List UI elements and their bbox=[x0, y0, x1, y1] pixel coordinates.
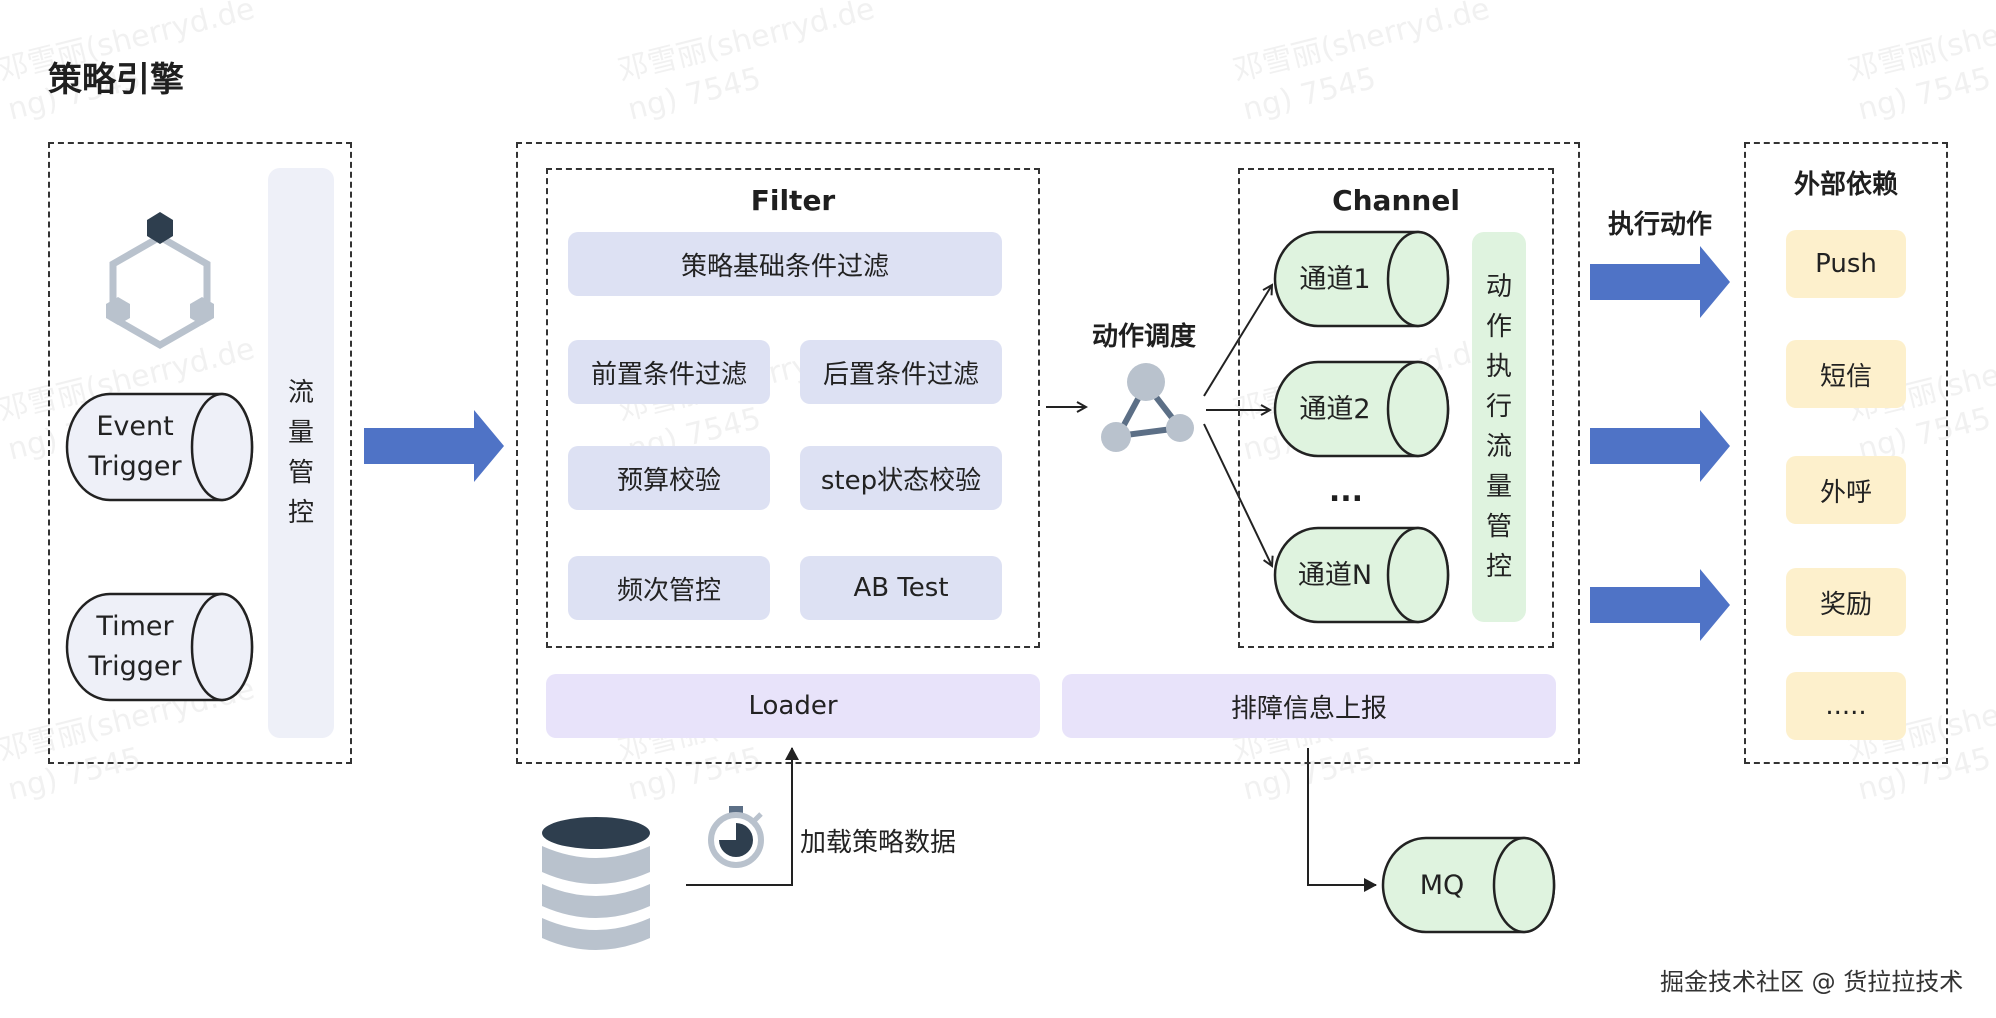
channel-ellipsis: ... bbox=[1328, 474, 1364, 509]
loader-bar: Loader bbox=[546, 674, 1040, 738]
filter-item: 预算校验 bbox=[568, 446, 770, 510]
channel-1-cylinder bbox=[1273, 230, 1450, 328]
filter-item: 策略基础条件过滤 bbox=[568, 232, 1002, 296]
external-item: 短信 bbox=[1786, 340, 1906, 408]
load-strategy-caption: 加载策略数据 bbox=[800, 828, 957, 858]
action-flow-control-bar: 动 作 执 行 流 量 管 控 bbox=[1472, 232, 1526, 622]
external-heading: 外部依赖 bbox=[1793, 170, 1898, 200]
trigger-panel bbox=[48, 142, 352, 764]
filter-item: 后置条件过滤 bbox=[800, 340, 1002, 404]
timer-icon bbox=[708, 806, 764, 868]
event-trigger-cylinder bbox=[65, 392, 254, 502]
page-title: 策略引擎 bbox=[48, 60, 184, 100]
filter-item: step状态校验 bbox=[800, 446, 1002, 510]
connector-arrow bbox=[1307, 748, 1377, 892]
filter-item: 频次管控 bbox=[568, 556, 770, 620]
channel-2-cylinder bbox=[1273, 360, 1450, 458]
execute-action-label: 执行动作 bbox=[1607, 210, 1712, 240]
filter-panel bbox=[546, 168, 1040, 648]
filter-heading: Filter bbox=[750, 184, 836, 217]
flow-arrow bbox=[1590, 246, 1730, 318]
external-item: 外呼 bbox=[1786, 456, 1906, 524]
footer-credit: 掘金技术社区 @ 货拉拉技术 bbox=[1660, 968, 1964, 996]
dispatch-label: 动作调度 bbox=[1091, 322, 1196, 352]
connector-arrow bbox=[686, 747, 799, 886]
channel-n-cylinder bbox=[1273, 526, 1450, 624]
channel-n-label: 通道N bbox=[1297, 560, 1373, 591]
filter-item: AB Test bbox=[800, 556, 1002, 620]
engine-core-panel bbox=[516, 142, 1580, 764]
external-item: Push bbox=[1786, 230, 1906, 298]
external-item: 奖励 bbox=[1786, 568, 1906, 636]
api-icon bbox=[106, 212, 214, 350]
flow-arrow bbox=[364, 410, 504, 482]
external-deps-panel bbox=[1744, 142, 1948, 764]
report-bar: 排障信息上报 bbox=[1062, 674, 1556, 738]
database-icon bbox=[542, 817, 650, 950]
filter-item: 前置条件过滤 bbox=[568, 340, 770, 404]
channel-panel bbox=[1238, 168, 1554, 648]
timer-trigger-cylinder bbox=[65, 592, 254, 702]
mq-label: MQ bbox=[1419, 870, 1465, 901]
channel-heading: Channel bbox=[1332, 184, 1460, 217]
dispatch-icon bbox=[1101, 363, 1194, 452]
flow-control-bar: 流 量 管 控 bbox=[268, 168, 334, 738]
flow-arrow bbox=[1590, 569, 1730, 641]
external-item: ..... bbox=[1786, 672, 1906, 740]
api-label: API bbox=[139, 259, 181, 284]
channel-1-label: 通道1 bbox=[1299, 264, 1371, 295]
channel-2-label: 通道2 bbox=[1299, 394, 1371, 425]
flow-arrow bbox=[1590, 410, 1730, 482]
mq-cylinder bbox=[1381, 836, 1556, 934]
